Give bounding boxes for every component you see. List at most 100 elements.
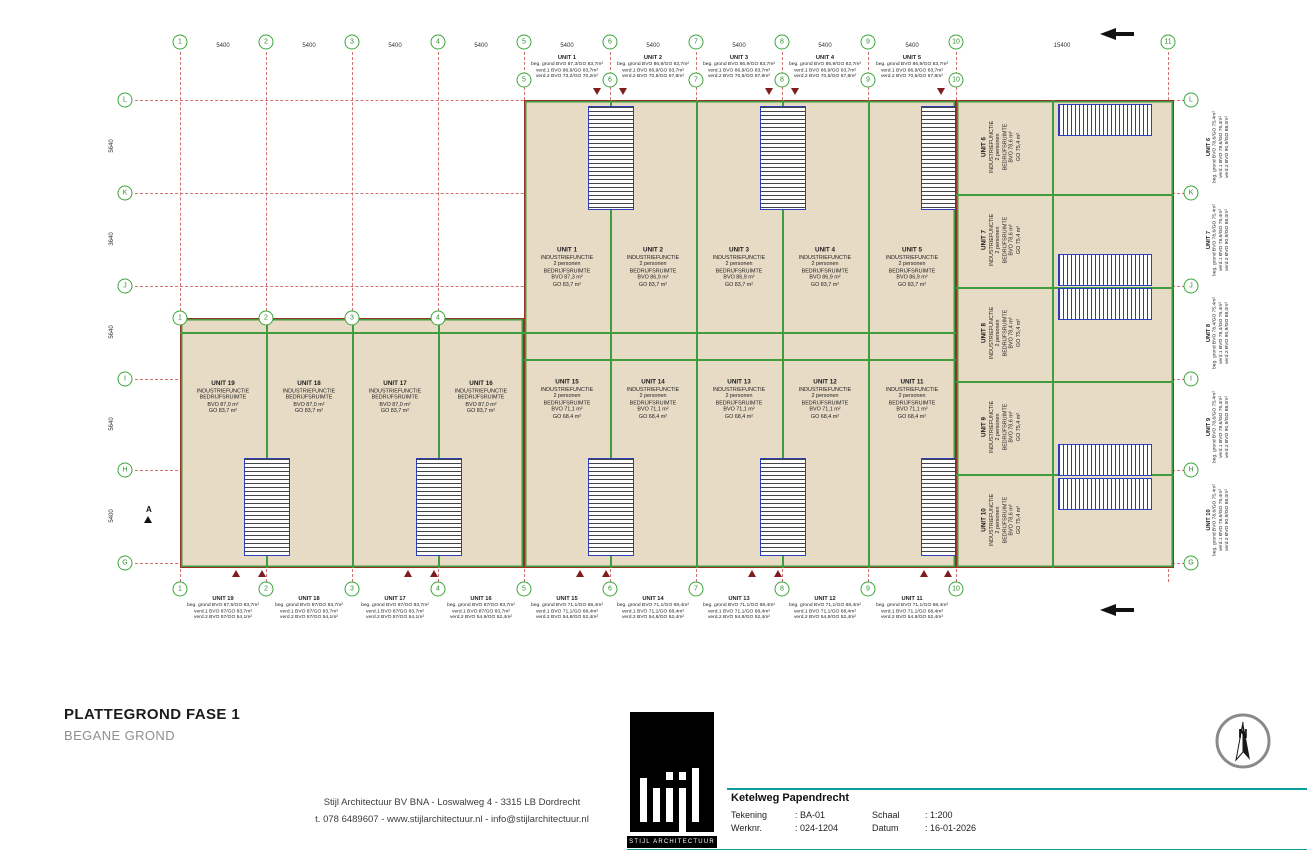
grid-bubble-row-i: I	[117, 371, 133, 387]
unit-exterior-label: UNIT 4 beg. grond BVO 86,9/GO 83,7m² ver…	[789, 55, 861, 79]
grid-bubble-edge: 6	[602, 72, 618, 88]
grid-bubble-bottom: 10	[948, 581, 964, 597]
unit-area-line: beg. grond BVO 71,1/GO 68,4m²	[876, 602, 948, 608]
logo-mark	[679, 772, 686, 780]
stair-core	[1058, 478, 1152, 510]
party-wall	[610, 100, 612, 568]
dim-label: 5400	[818, 43, 832, 49]
dim-label: 5640	[109, 417, 115, 431]
unit-exterior-label: UNIT 8 beg. grond BVO 78,4/GO 75,4m² ver…	[1205, 297, 1230, 369]
unit-exterior-label: UNIT 10 beg. grond BVO 78,6/GO 75,4m² ve…	[1205, 484, 1230, 556]
unit-area-line: verd.2 BVO 54,8/GO 52,4m²	[707, 614, 771, 620]
unit-label: UNIT 5 INDUSTRIEFUNCTIE 2 personen BEDRI…	[885, 247, 939, 288]
drawing-title: PLATTEGROND FASE 1	[64, 706, 241, 723]
grid-bubble-edge: 8	[774, 72, 790, 88]
field-label-schaal: Schaal	[872, 810, 900, 820]
unit-area-line: verd.2 BVO 57/GO 54,1m²	[366, 614, 424, 620]
dim-label: 5400	[109, 509, 115, 523]
unit-area-line: verd.1 BVO 71,1/GO 68,4m²	[707, 608, 771, 614]
unit-area-line: verd.2 BVO 90,9/GO 88,0m²	[1224, 208, 1230, 272]
grid-bubble-col-9: 9	[860, 34, 876, 50]
field-label-datum: Datum	[872, 823, 899, 833]
unit-area-line: verd.2 BVO 54,8/GO 52,4m²	[793, 614, 857, 620]
stair-core	[921, 458, 956, 556]
unit-exterior-label: UNIT 12 beg. grond BVO 71,1/GO 68,4m² ve…	[789, 596, 861, 620]
section-marker-a: A	[146, 505, 152, 514]
project-name: Ketelweg Papendrecht	[731, 792, 849, 804]
unit-label: UNIT 8 INDUSTRIEFUNCTIE 2 personen BEDRI…	[981, 306, 1022, 360]
unit-area-line: verd.1 BVO 78,4/GO 75,4m²	[1218, 301, 1224, 365]
dim-label: 5640	[109, 139, 115, 153]
logo-mark	[692, 768, 699, 822]
unit-area-line: verd.2 BVO 54,8/GO 52,4m²	[621, 614, 685, 620]
dim-label: 3640	[109, 232, 115, 246]
party-wall	[1052, 100, 1054, 568]
unit-area-line: verd.1 BVO 78,6/GO 75,4m²	[1218, 395, 1224, 459]
stair-core	[1058, 254, 1152, 286]
grid-bubble-row-i: I	[1183, 371, 1199, 387]
grid-bubble-edge: 5	[516, 72, 532, 88]
dim-label: 5400	[474, 43, 488, 49]
grid-bubble-bottom: 6	[602, 581, 618, 597]
entrance-marker	[944, 570, 952, 577]
unit-label: UNIT 2 INDUSTRIEFUNCTIE 2 personen BEDRI…	[626, 247, 680, 288]
entrance-marker	[430, 570, 438, 577]
dim-label: 5400	[646, 43, 660, 49]
unit-exterior-label: UNIT 7 beg. grond BVO 78,6/GO 75,4m² ver…	[1205, 204, 1230, 276]
grid-bubble-col-11: 11	[1160, 34, 1176, 50]
field-value-datum: : 16-01-2026	[925, 823, 977, 833]
grid-bubble-col-1: 1	[172, 34, 188, 50]
unit-area-line: beg. grond BVO 78,6/GO 75,4m²	[1212, 484, 1218, 556]
field-value-werknr: : 024-1204	[795, 823, 839, 833]
field-value-tekening: : BA-01	[795, 810, 826, 820]
stair-core	[588, 106, 634, 210]
unit-area-line: verd.2 BVO 73,2/GO 70,2m²	[535, 73, 599, 79]
unit-exterior-label: UNIT 13 beg. grond BVO 71,1/GO 68,4m² ve…	[703, 596, 775, 620]
dim-label: 15400	[1053, 43, 1071, 49]
entrance-marker	[404, 570, 412, 577]
north-letter: N	[1238, 726, 1247, 741]
unit-area-line: verd.2 BVO 90,9/GO 88,0m²	[1224, 301, 1230, 365]
entrance-marker	[619, 88, 627, 95]
company-logo	[630, 712, 714, 832]
logo-mark	[653, 788, 660, 822]
unit-area-line: beg. grond BVO 87/GO 83,7m²	[447, 602, 515, 608]
unit-area-line: beg. grond BVO 86,9/GO 83,7m²	[703, 61, 775, 67]
unit-area-line: beg. grond BVO 86,9/GO 83,7m²	[876, 61, 948, 67]
grid-bubble-row-k: K	[1183, 185, 1199, 201]
dim-label: 5400	[216, 43, 230, 49]
party-wall	[352, 318, 354, 568]
unit-area-line: beg. grond BVO 86,9/GO 83,7m²	[789, 61, 861, 67]
unit-area-line: beg. grond BVO 87/GO 83,7m²	[275, 602, 343, 608]
unit-area-line: verd.1 BVO 71,1/GO 68,4m²	[621, 608, 685, 614]
stair-core	[1058, 104, 1152, 136]
corridor-wall	[180, 332, 956, 334]
unit-area-line: verd.2 BVO 90,9/GO 88,0m²	[1224, 115, 1230, 179]
stair-core	[244, 458, 290, 556]
entrance-marker	[602, 570, 610, 577]
grid-bubble-row-j: J	[117, 278, 133, 294]
unit-area-line: verd.1 BVO 86,9/GO 83,7m²	[621, 67, 685, 73]
unit-area-line: verd.2 BVO 70,5/GO 67,8m²	[707, 73, 771, 79]
unit-area-line: verd.2 BVO 54,9/GO 52,4m²	[449, 614, 513, 620]
dim-label: 5400	[732, 43, 746, 49]
unit-area-line: beg. grond BVO 71,1/GO 68,4m²	[789, 602, 861, 608]
dim-label: 5400	[388, 43, 402, 49]
unit-area-line: verd.2 BVO 70,5/GO 67,8m²	[793, 73, 857, 79]
unit-area-line: verd.1 BVO 86,9/GO 83,7m²	[880, 67, 944, 73]
grid-bubble-edge: 9	[860, 72, 876, 88]
party-wall	[782, 100, 784, 568]
grid-bubble-row-g: G	[117, 555, 133, 571]
unit-label: UNIT 15 INDUSTRIEFUNCTIE 2 personen BEDR…	[540, 379, 594, 420]
unit-label: UNIT 7 INDUSTRIEFUNCTIE 2 personen BEDRI…	[981, 213, 1022, 267]
unit-label: UNIT 11 INDUSTRIEFUNCTIE 2 personen BEDR…	[885, 379, 939, 420]
grid-bubble-bottom: 3	[344, 581, 360, 597]
unit-area-line: verd.2 BVO 57/GO 54,1m²	[280, 614, 338, 620]
grid-bubble-row-k: K	[117, 185, 133, 201]
grid-bubble-col-2: 2	[258, 34, 274, 50]
grid-bubble-col-10: 10	[948, 34, 964, 50]
stair-core	[921, 106, 956, 210]
grid-bubble-row-l: L	[1183, 92, 1199, 108]
unit-area-line: beg. grond BVO 71,1/GO 68,4m²	[703, 602, 775, 608]
